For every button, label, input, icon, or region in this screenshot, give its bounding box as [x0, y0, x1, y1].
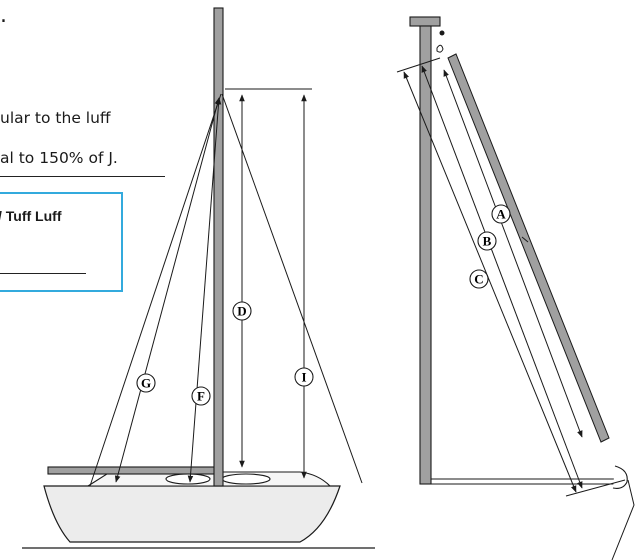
sheave	[439, 30, 445, 36]
hull	[43, 485, 341, 543]
period-fragment: .	[0, 3, 7, 28]
sailboat-left	[22, 7, 375, 549]
label-a: A	[491, 204, 511, 224]
dimension-line-f	[187, 97, 222, 483]
label-c: C	[469, 269, 489, 289]
tick-b-top	[396, 57, 441, 73]
dimension-line-a	[443, 69, 583, 438]
detail-mast	[419, 25, 432, 485]
tick-c-bottom	[565, 479, 626, 497]
label-b: B	[477, 231, 497, 251]
label-f: F	[191, 386, 211, 406]
underline-rule	[0, 176, 165, 177]
svg-text:A: A	[496, 207, 506, 222]
svg-text:G: G	[141, 376, 151, 391]
mast	[213, 7, 224, 487]
luff-detail	[409, 16, 635, 560]
svg-text:C: C	[474, 272, 483, 287]
info-box: / Tuff Luff	[0, 192, 123, 292]
svg-text:I: I	[301, 370, 306, 385]
bow-line	[611, 479, 635, 560]
label-d: D	[232, 301, 252, 321]
hatch-forward	[165, 473, 211, 485]
dimension-line-b	[421, 65, 583, 489]
svg-text:F: F	[197, 389, 205, 404]
text-fragment-line-2: al to 150% of J.	[0, 149, 118, 167]
backstay	[221, 93, 363, 484]
forestay	[89, 93, 222, 487]
dimension-line-c	[403, 71, 577, 493]
halyard-shackle	[436, 44, 444, 53]
tuff-luff-label: / Tuff Luff	[0, 208, 62, 224]
label-i: I	[294, 367, 314, 387]
svg-text:B: B	[483, 234, 492, 249]
dimension-line-g	[114, 97, 221, 483]
stem-fitting	[612, 465, 628, 489]
tuff-luff-foil	[447, 53, 610, 443]
label-g: G	[136, 373, 156, 393]
text-fragment-line-1: ular to the luff	[0, 109, 111, 127]
mast-cap	[409, 16, 441, 27]
hatch-aft	[221, 473, 271, 485]
svg-text:D: D	[237, 304, 246, 319]
box-fill-line	[0, 273, 86, 274]
